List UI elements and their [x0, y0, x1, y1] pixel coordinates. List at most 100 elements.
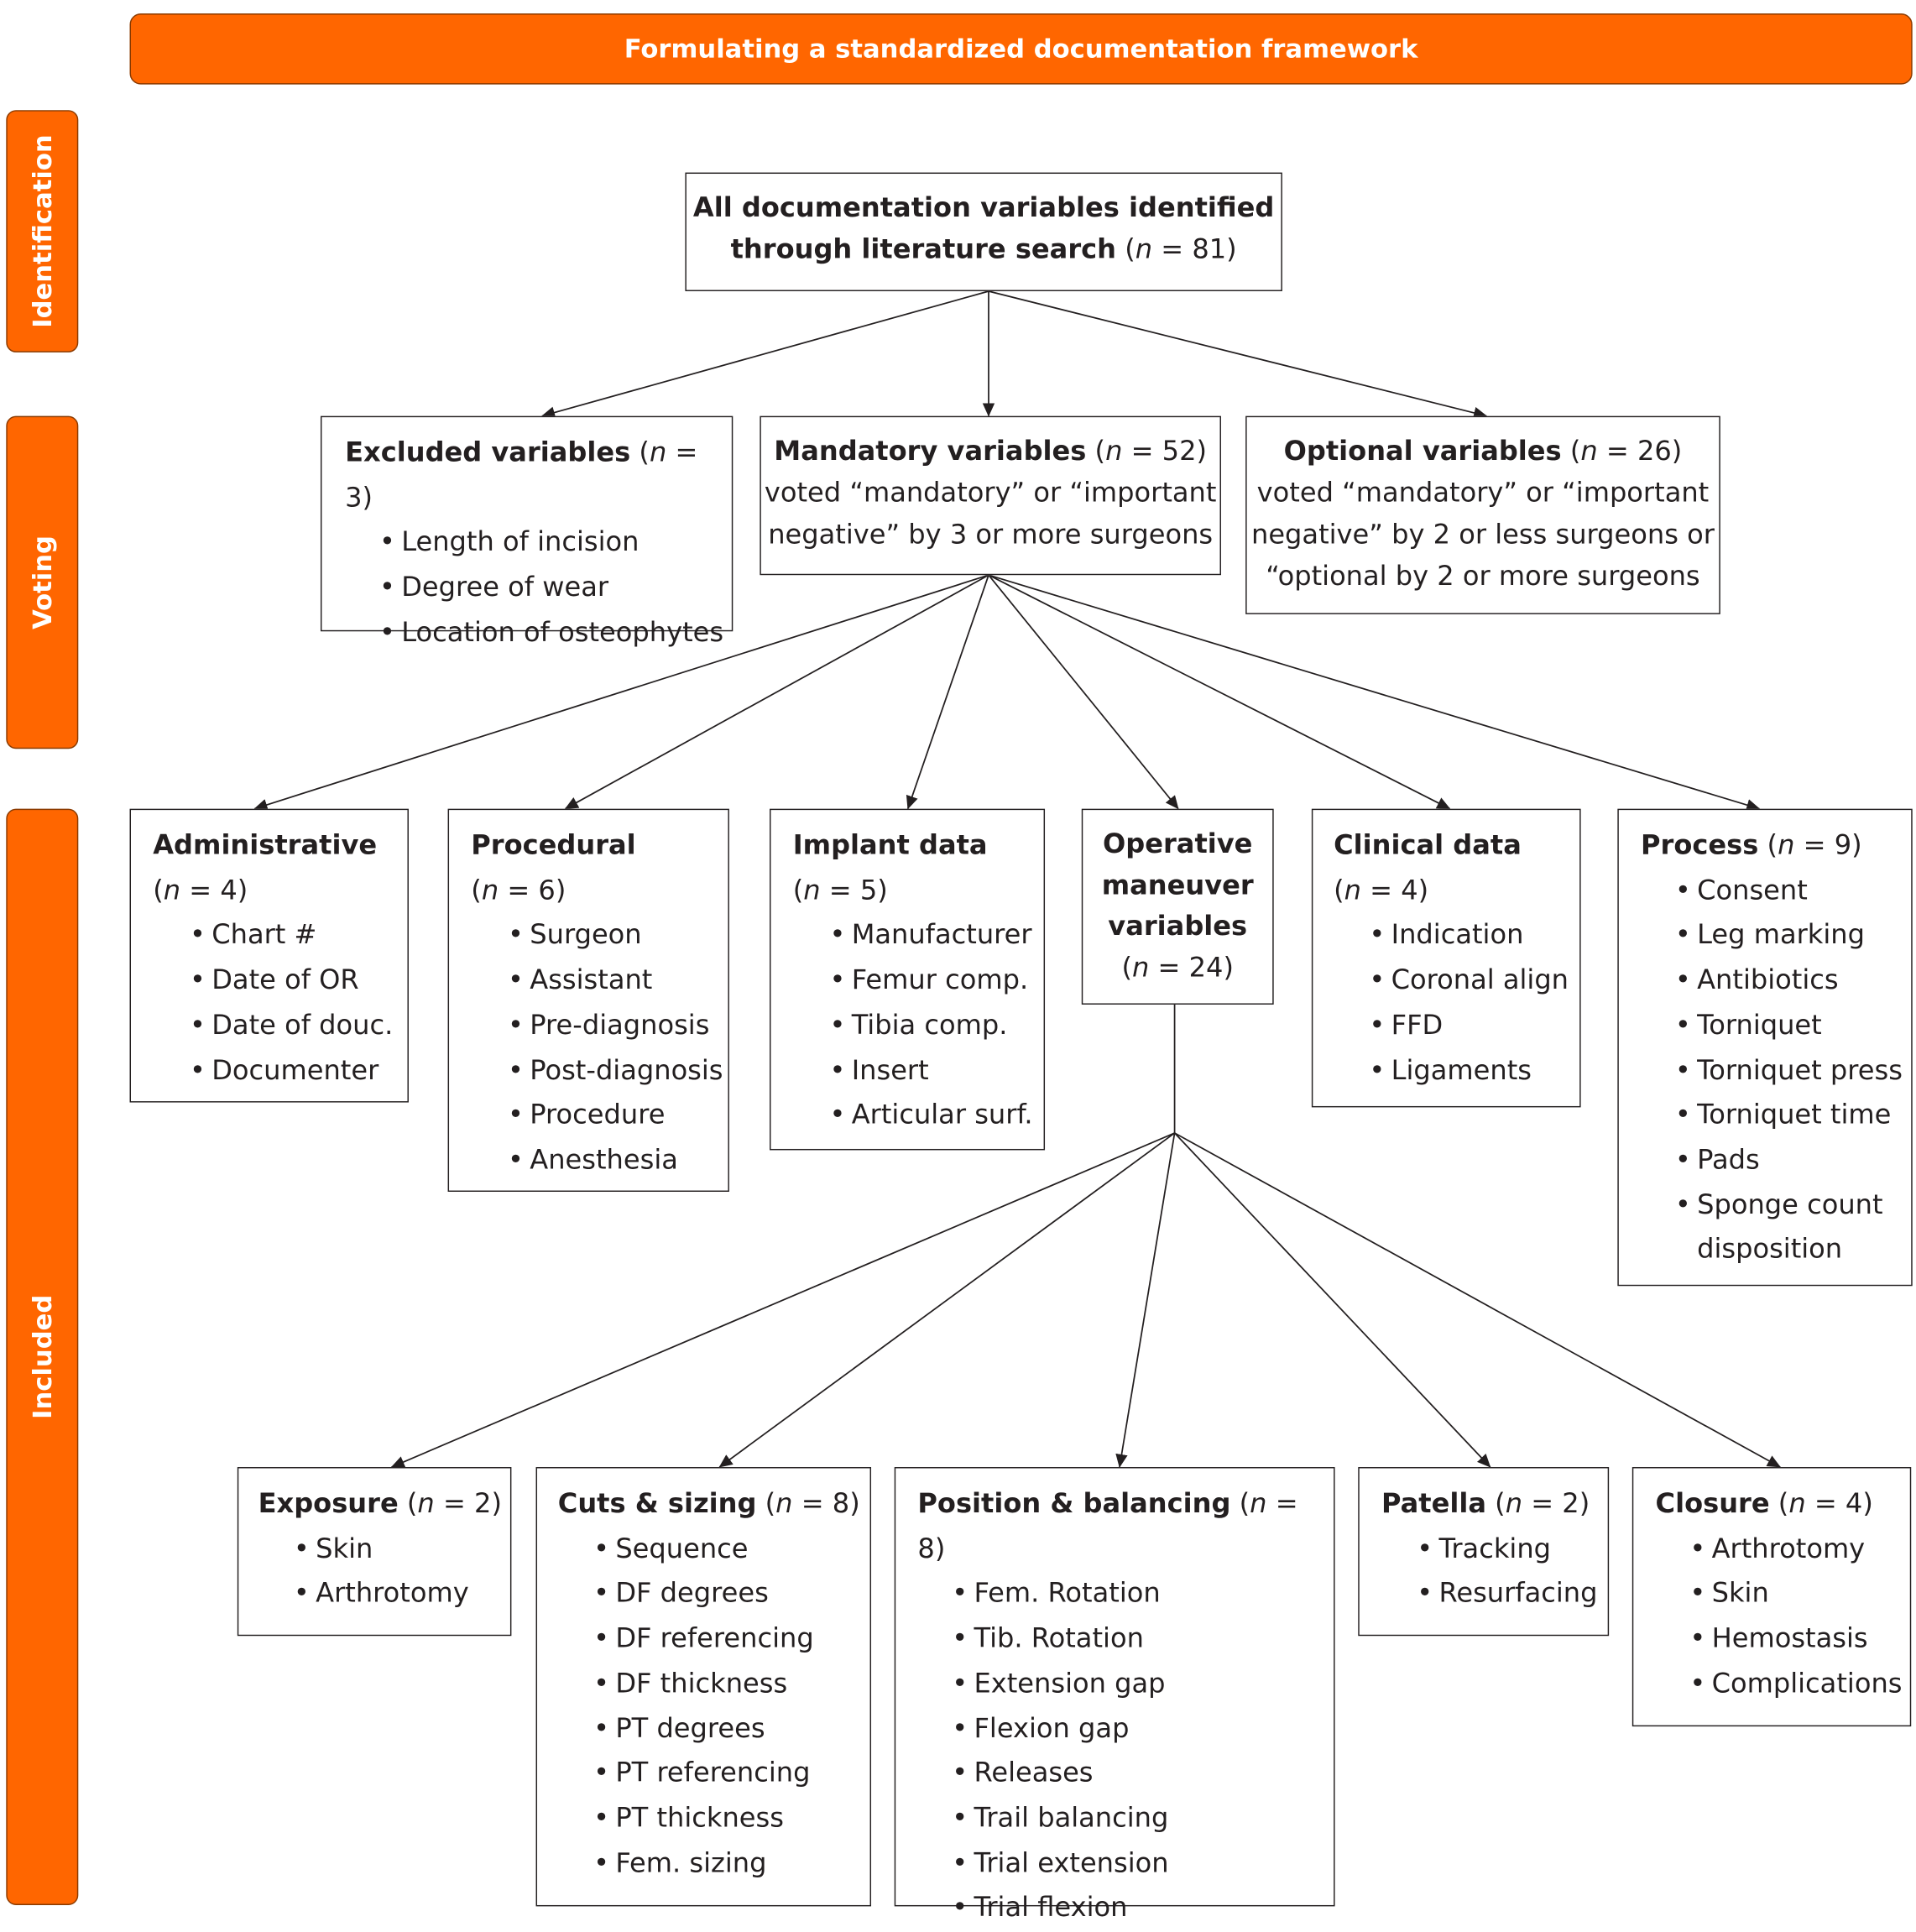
- administrative-list: Chart # Date of OR Date of douc. Documen…: [190, 915, 408, 1094]
- list-item: Date of douc.: [190, 1005, 408, 1050]
- implant-title: Implant data: [792, 830, 988, 862]
- closure-box: Closure (n = 4) Arthrotomy Skin Hemostas…: [1631, 1467, 1912, 1727]
- list-item: Degree of wear: [379, 567, 732, 612]
- list-item: Documenter: [190, 1049, 408, 1094]
- patella-list: Tracking Resurfacing: [1417, 1527, 1607, 1617]
- list-item: Resurfacing: [1417, 1573, 1607, 1618]
- list-item: Coronal align: [1369, 959, 1579, 1005]
- list-item: PT referencing: [593, 1752, 869, 1798]
- all-variables-box: All documentation variables identified t…: [685, 172, 1282, 291]
- clinical-count: (n = 4): [1334, 875, 1429, 906]
- arrow-mandatory-to-procedural: [564, 574, 989, 810]
- excluded-title: Excluded variables (n = 3): [345, 437, 698, 514]
- list-item: DF referencing: [593, 1618, 869, 1663]
- closure-title: Closure (n = 4): [1655, 1489, 1873, 1520]
- list-item-continuation: disposition: [1697, 1235, 1843, 1266]
- list-item: Arthrotomy: [1689, 1527, 1909, 1573]
- procedural-title: Procedural: [471, 830, 636, 862]
- operative-title-line: maneuver: [1101, 870, 1254, 901]
- list-item: Chart #: [190, 915, 408, 960]
- list-item: Ligaments: [1369, 1049, 1579, 1094]
- list-item: Pads: [1675, 1139, 1911, 1184]
- list-item: PT degrees: [593, 1708, 869, 1753]
- list-item: Surgeon: [508, 915, 728, 960]
- list-item: Trial flexion: [952, 1888, 1334, 1932]
- cuts-list: Sequence DF degrees DF referencing DF th…: [593, 1527, 869, 1887]
- optional-variables-box: Optional variables (n = 26) voted “manda…: [1245, 415, 1720, 614]
- arrow-operative-to-cuts: [718, 1132, 1176, 1468]
- list-item: Trail balancing: [952, 1798, 1334, 1843]
- clinical-data-box: Clinical data (n = 4) Indication Coronal…: [1311, 808, 1581, 1108]
- list-item: Indication: [1369, 915, 1579, 960]
- operative-maneuver-box: Operative maneuver variables (n = 24): [1081, 808, 1274, 1005]
- list-item: Anesthesia: [508, 1139, 728, 1184]
- phase-voting: Voting: [6, 415, 79, 749]
- position-title: Position & balancing (n = 8): [917, 1489, 1298, 1565]
- list-item: Arthrotomy: [294, 1573, 510, 1618]
- arrow-operative-to-closure: [1174, 1132, 1781, 1468]
- process-box: Process (n = 9) Consent Leg marking Anti…: [1617, 808, 1913, 1287]
- list-item: Fem. sizing: [593, 1842, 869, 1888]
- closure-list: Arthrotomy Skin Hemostasis Complications: [1689, 1527, 1909, 1707]
- list-item: Length of incision: [379, 522, 732, 567]
- list-item: Procedure: [508, 1094, 728, 1140]
- cuts-title: Cuts & sizing (n = 8): [557, 1489, 860, 1520]
- procedural-count: (n = 6): [471, 875, 566, 906]
- list-item: PT thickness: [593, 1798, 869, 1843]
- clinical-title: Clinical data: [1334, 830, 1522, 862]
- exposure-box: Exposure (n = 2) Skin Arthrotomy: [237, 1467, 512, 1637]
- mandatory-desc-line: voted “mandatory” or “important: [764, 478, 1217, 509]
- arrow-top-to-excluded: [541, 290, 989, 419]
- list-item: Antibiotics: [1675, 959, 1911, 1005]
- list-item: Consent: [1675, 869, 1911, 915]
- all-variables-title: All documentation variables identified: [692, 193, 1275, 224]
- list-item: Insert: [829, 1049, 1043, 1094]
- list-item: Manufacturer: [829, 915, 1043, 960]
- arrow-operative-to-exposure: [390, 1132, 1175, 1468]
- cuts-sizing-box: Cuts & sizing (n = 8) Sequence DF degree…: [535, 1467, 872, 1907]
- framework-banner: Formulating a standardized documentation…: [129, 13, 1913, 85]
- position-balancing-box: Position & balancing (n = 8) Fem. Rotati…: [894, 1467, 1335, 1932]
- list-item: Torniquet: [1675, 1005, 1911, 1050]
- list-item: Trial extension: [952, 1842, 1334, 1888]
- all-variables-subtitle: through literature search (n = 81): [730, 234, 1237, 266]
- operative-count: (n = 24): [1121, 952, 1234, 984]
- optional-desc-line: “optional by 2 or more surgeons: [1266, 561, 1700, 593]
- list-item: Flexion gap: [952, 1708, 1334, 1753]
- list-item: DF thickness: [593, 1663, 869, 1708]
- excluded-list: Length of incision Degree of wear Locati…: [379, 522, 732, 657]
- list-item: Leg marking: [1675, 915, 1911, 960]
- patella-title: Patella (n = 2): [1381, 1489, 1590, 1520]
- list-item: Femur comp.: [829, 959, 1043, 1005]
- list-item: FFD: [1369, 1005, 1579, 1050]
- list-item: Releases: [952, 1752, 1334, 1798]
- list-item: DF degrees: [593, 1573, 869, 1618]
- arrow-top-to-optional: [988, 290, 1488, 419]
- administrative-title: Administrative: [153, 830, 378, 862]
- exposure-list: Skin Arthrotomy: [294, 1527, 510, 1617]
- list-item: Sequence: [593, 1527, 869, 1573]
- list-item: Torniquet time: [1675, 1094, 1911, 1140]
- list-item: Skin: [294, 1527, 510, 1573]
- list-item: Assistant: [508, 959, 728, 1005]
- position-list: Fem. Rotation Tib. Rotation Extension ga…: [952, 1573, 1334, 1932]
- mandatory-variables-box: Mandatory variables (n = 52) voted “mand…: [760, 415, 1221, 576]
- phase-identification: Identification: [6, 110, 79, 352]
- arrow-mandatory-to-clinical: [988, 574, 1451, 810]
- mandatory-title: Mandatory variables (n = 52): [774, 436, 1208, 467]
- list-item: Tibia comp.: [829, 1005, 1043, 1050]
- implant-data-box: Implant data (n = 5) Manufacturer Femur …: [770, 808, 1046, 1151]
- list-item: Torniquet press: [1675, 1049, 1911, 1094]
- phase-included: Included: [6, 808, 79, 1905]
- list-item: Articular surf.: [829, 1094, 1043, 1140]
- procedural-box: Procedural (n = 6) Surgeon Assistant Pre…: [447, 808, 729, 1192]
- administrative-count: (n = 4): [153, 875, 248, 906]
- mandatory-desc-line: negative” by 3 or more surgeons: [768, 520, 1214, 551]
- implant-count: (n = 5): [792, 875, 888, 906]
- arrow-mandatory-to-administrative: [253, 574, 989, 811]
- list-item: Tracking: [1417, 1527, 1607, 1573]
- implant-list: Manufacturer Femur comp. Tibia comp. Ins…: [829, 915, 1043, 1140]
- list-item: Fem. Rotation: [952, 1573, 1334, 1618]
